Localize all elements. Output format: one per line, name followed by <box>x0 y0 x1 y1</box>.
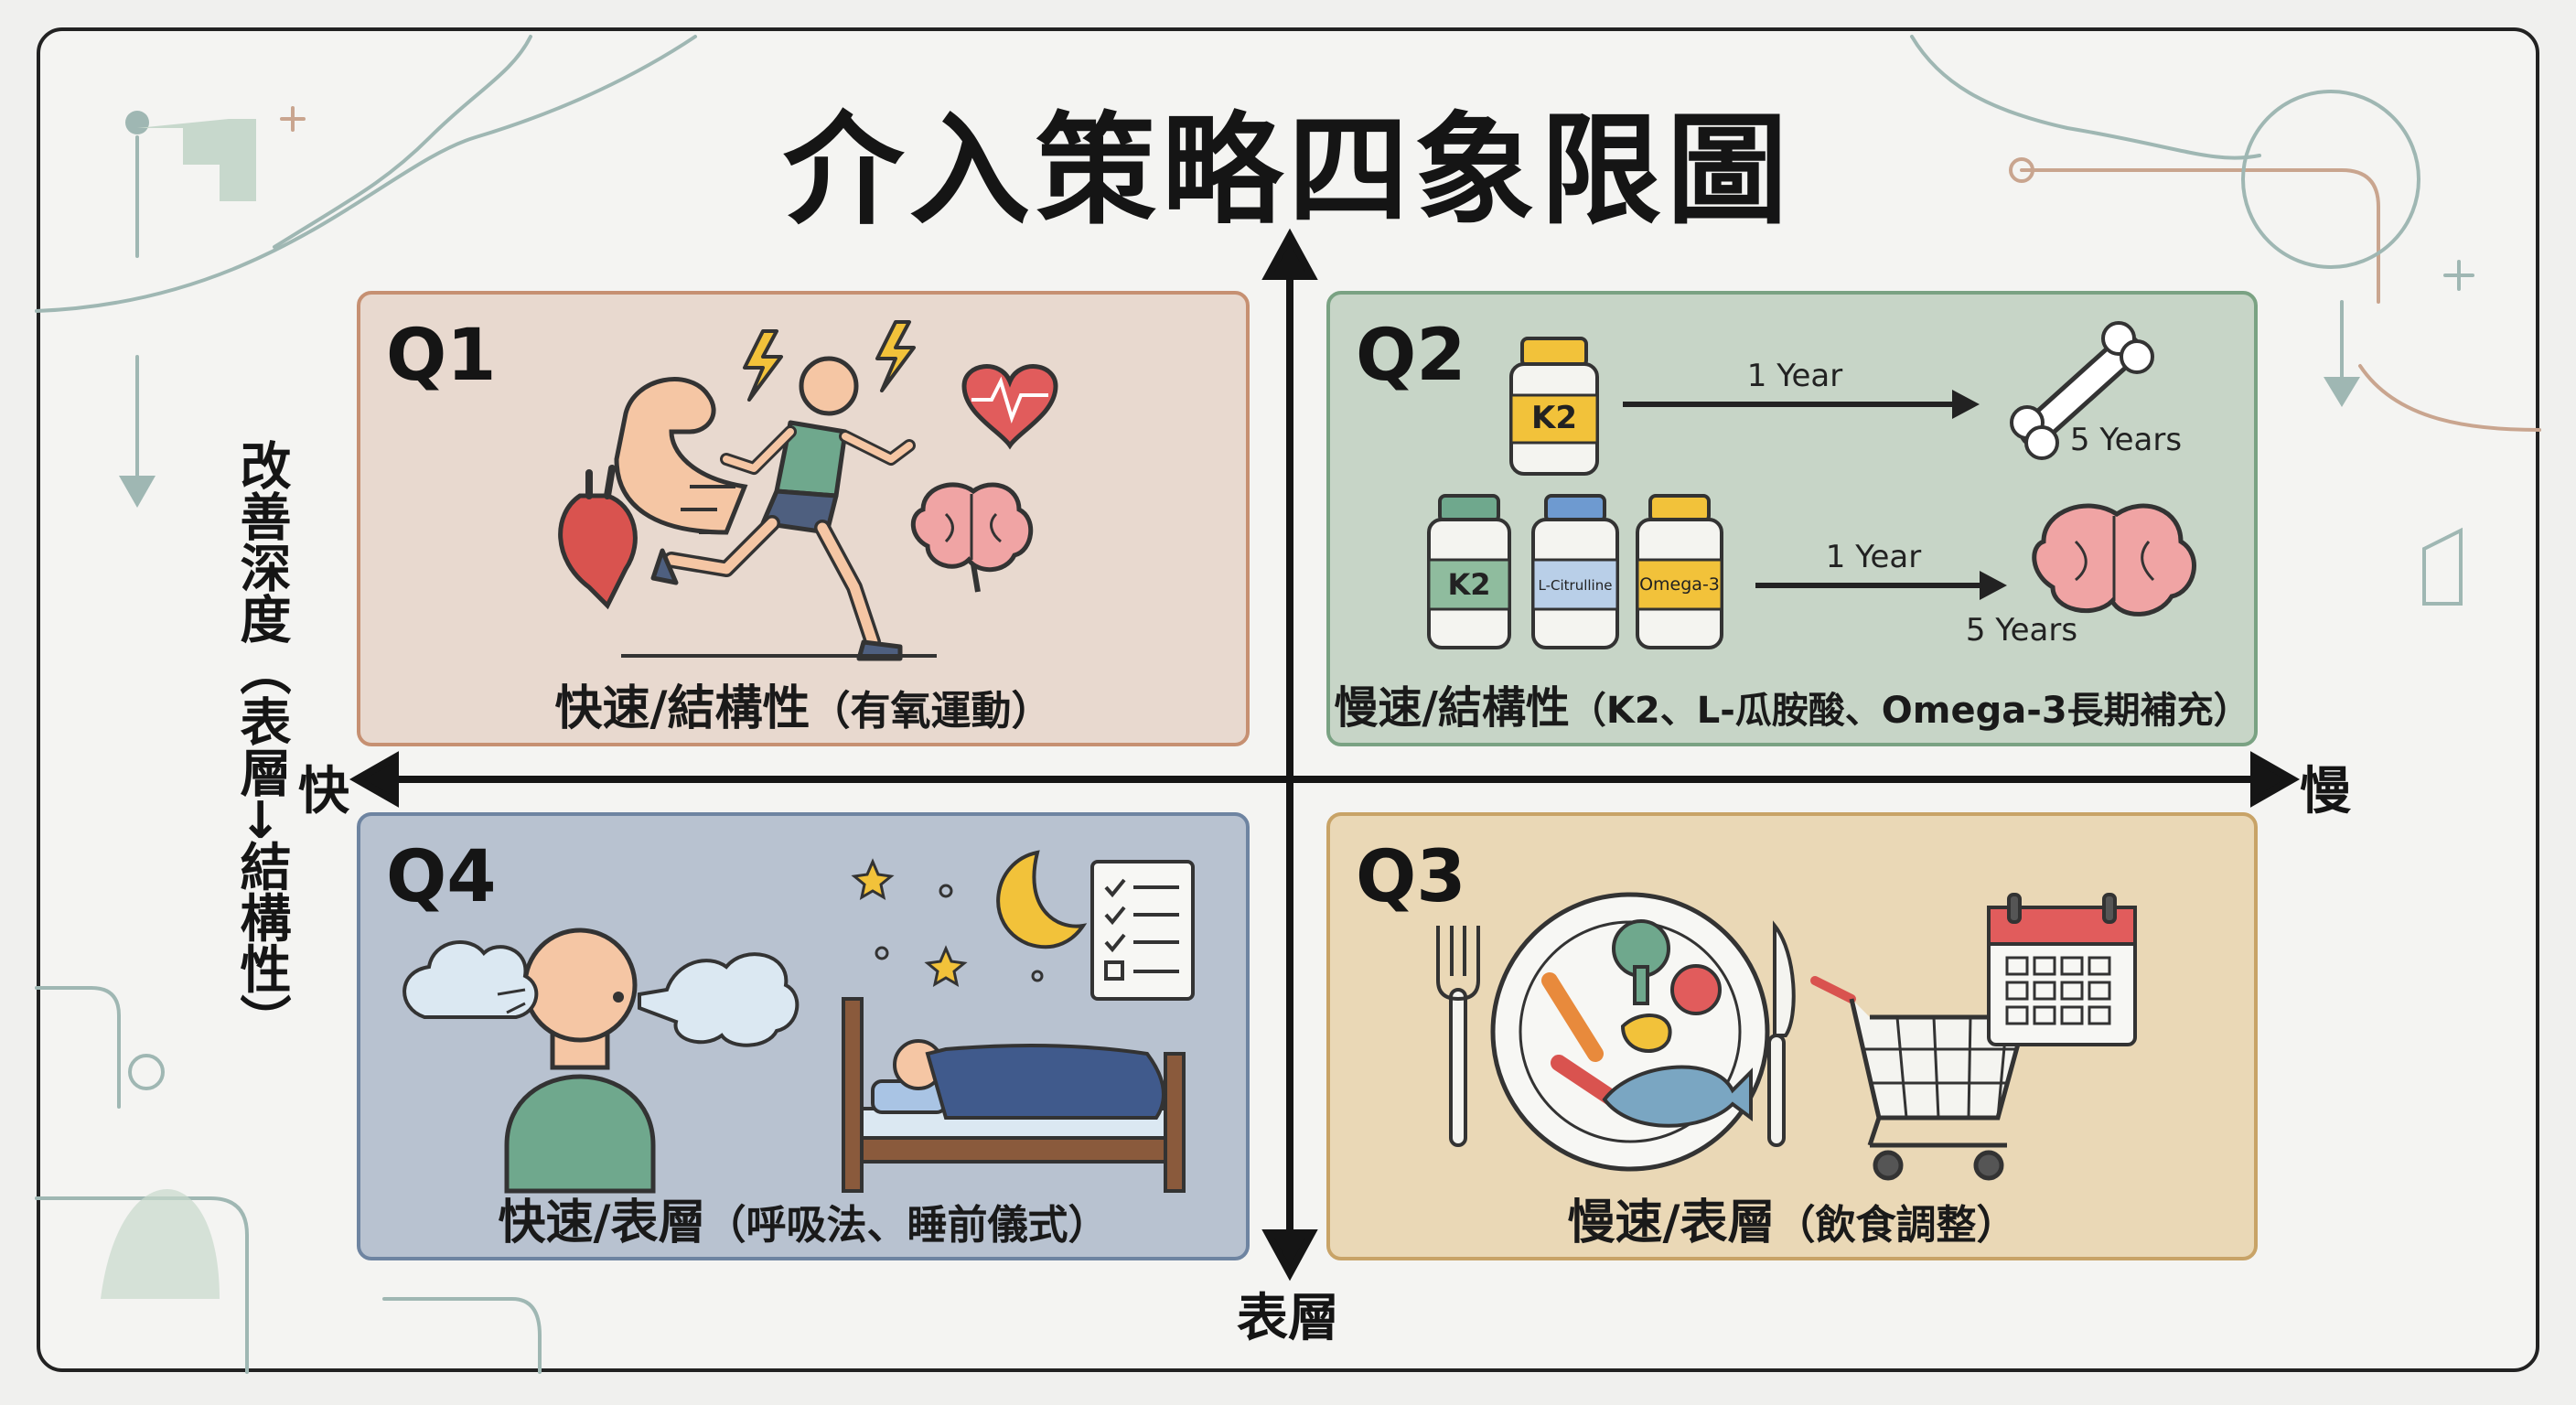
quadrant-q2-caption-main: 慢速/結構性 <box>1334 682 1570 734</box>
bone-icon <box>2010 321 2154 460</box>
q2-row2-bottle1-label: K2 <box>1447 567 1490 602</box>
supplement-bottle-icon: K2 <box>1427 494 1511 649</box>
q2-row1-arrow-label: 1 Year <box>1747 358 1842 394</box>
plate-icon <box>1490 892 1770 1172</box>
supplement-bottle-icon: Omega-3 <box>1636 494 1723 649</box>
quadrant-q1-caption-main: 快速/結構性 <box>554 681 810 736</box>
vertical-axis-arrow-up <box>1261 228 1318 280</box>
page-title: 介入策略四象限圖 <box>783 101 1793 241</box>
quadrant-q4-label: Q4 <box>386 836 497 918</box>
bed-icon <box>842 997 1186 1193</box>
axis-label-depth: 改善深度（表層→結構性） <box>231 439 291 1046</box>
q2-row1-result-label: 5 Years <box>2070 422 2182 458</box>
horizontal-axis-arrow-left <box>349 751 399 808</box>
calendar-icon <box>1987 893 2137 1046</box>
quadrant-q4-caption-sub: （呼吸法、睡前儀式） <box>705 1202 1109 1249</box>
vertical-axis-arrow-down <box>1261 1229 1318 1282</box>
moon-icon <box>996 850 1088 949</box>
q3-illustration <box>1436 892 2137 1181</box>
brain-icon <box>910 482 1034 593</box>
quadrant-q2-caption: 慢速/結構性（K2、L-瓜胺酸、Omega-3長期補充） <box>1330 671 2254 735</box>
axis-label-fast: 快 <box>298 762 349 821</box>
shopping-cart-icon <box>1810 976 2029 1181</box>
brain-icon <box>2032 503 2196 617</box>
q1-illustration <box>558 320 1058 661</box>
quadrant-q3-caption: 慢速/表層（飲食調整） <box>1330 1184 2254 1252</box>
quadrant-q1-label: Q1 <box>386 315 497 397</box>
quadrant-q1: Q1 <box>357 291 1250 746</box>
quadrant-q4: Q4 <box>357 812 1250 1260</box>
horizontal-axis-arrow-right <box>2250 751 2301 808</box>
q2-row1-bottle-label: K2 <box>1531 400 1577 436</box>
quadrant-q3-label: Q3 <box>1356 836 1466 918</box>
lightning-icon <box>743 320 916 402</box>
axis-label-surface: 表層 <box>1237 1289 1339 1348</box>
quadrant-q1-caption-sub: （有氧運動） <box>810 688 1052 735</box>
knife-icon <box>1767 920 1796 1147</box>
quadrant-q2-label: Q2 <box>1356 315 1466 397</box>
cloud-icon <box>402 940 539 1019</box>
heart-icon <box>961 364 1058 450</box>
anatomical-heart-icon <box>558 465 638 610</box>
q2-row2-arrow-label: 1 Year <box>1826 539 1921 575</box>
supplement-bottle-icon: L-Citrulline <box>1531 494 1619 649</box>
q2-row2-result-label: 5 Years <box>1966 612 2077 649</box>
quadrant-q4-caption-main: 快速/表層 <box>498 1196 706 1250</box>
stars-icon <box>851 858 1044 988</box>
q2-row2-bottle3-label: Omega-3 <box>1639 574 1720 595</box>
quadrant-q3: Q3 <box>1326 812 2258 1260</box>
arrow-icon <box>1623 390 1980 419</box>
quadrant-q3-caption-main: 慢速/表層 <box>1567 1196 1776 1250</box>
q4-illustration <box>402 850 1195 1194</box>
breathing-person-icon <box>504 928 656 1194</box>
q2-row2-bottle2-label: L-Citrulline <box>1539 577 1613 594</box>
quadrant-q1-caption: 快速/結構性（有氧運動） <box>360 670 1246 738</box>
cloud-icon <box>638 952 800 1047</box>
quadrant-q2-caption-sub: （K2、L-瓜胺酸、Omega-3長期補充） <box>1569 690 2250 732</box>
checklist-icon <box>1090 860 1195 1001</box>
q2-illustration: K2 1 Year 5 Years K2 <box>1427 321 2196 649</box>
quadrant-q3-caption-sub: （飲食調整） <box>1775 1202 2017 1249</box>
axis-label-slow: 慢 <box>2300 762 2351 821</box>
runner-icon <box>621 356 937 661</box>
fork-icon <box>1436 926 1480 1147</box>
supplement-bottle-icon: K2 <box>1509 337 1599 476</box>
quadrant-q4-caption: 快速/表層（呼吸法、睡前儀式） <box>360 1184 1246 1252</box>
arrow-icon <box>1755 571 2007 600</box>
flexed-arm-icon <box>614 377 748 535</box>
quadrant-q2: Q2 K2 1 Year 5 Years <box>1326 291 2258 746</box>
